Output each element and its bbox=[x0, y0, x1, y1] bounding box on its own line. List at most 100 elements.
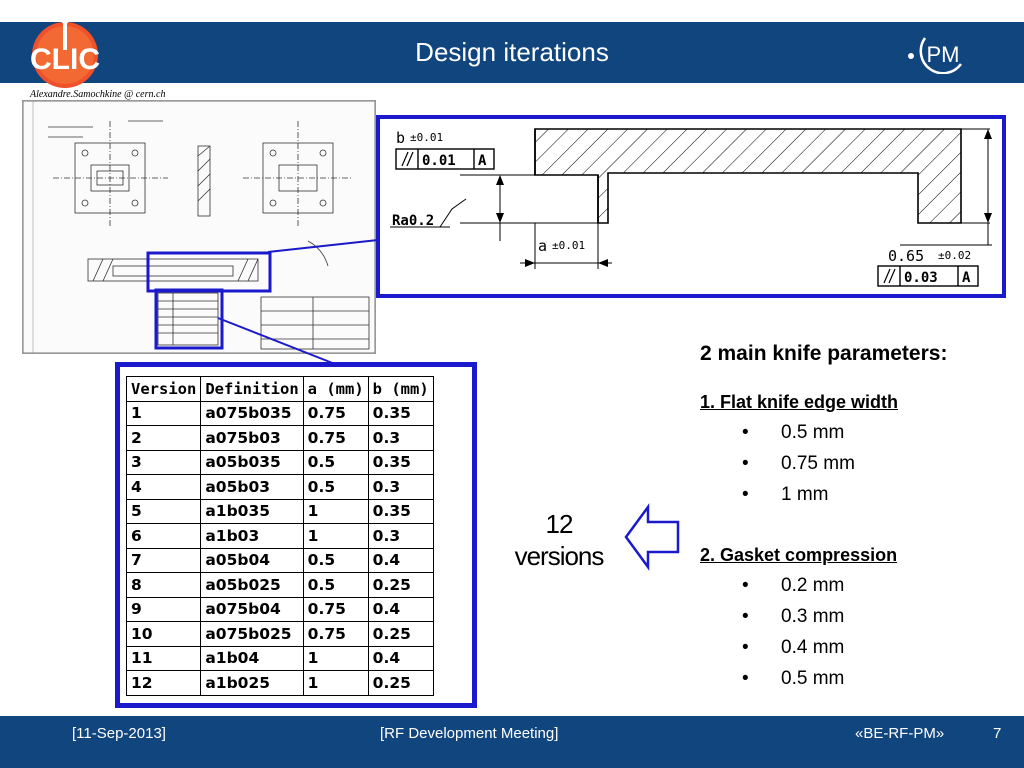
bullet: • bbox=[742, 484, 749, 505]
table-cell: a075b03 bbox=[200, 425, 304, 451]
pm-logo-text: PM bbox=[927, 42, 960, 67]
tolerance-detail-box: b ±0.01 0.01 A Ra0.2 a ±0.01 0.65 ±0.02 … bbox=[376, 115, 1006, 298]
table-cell: a075b025 bbox=[200, 621, 304, 647]
column-header: Version bbox=[125, 376, 202, 402]
table-cell: a05b04 bbox=[200, 547, 304, 573]
b-dimension-label: b bbox=[396, 129, 405, 147]
table-cell: 1 bbox=[302, 670, 369, 696]
list-item-text: 1 mm bbox=[781, 484, 829, 505]
list-item-text: 0.2 mm bbox=[781, 575, 845, 596]
knife-parameters: 2 main knife parameters: 1. Flat knife e… bbox=[700, 340, 1010, 689]
a-dimension-label: a bbox=[538, 237, 547, 255]
bullet: • bbox=[742, 668, 749, 689]
table-cell: a05b025 bbox=[200, 572, 304, 598]
b-tolerance: ±0.01 bbox=[410, 131, 443, 144]
table-cell: 1 bbox=[125, 400, 202, 426]
slide-title: Design iterations bbox=[415, 37, 609, 67]
table-cell: a1b035 bbox=[200, 498, 304, 524]
bullet: • bbox=[742, 575, 749, 596]
table-cell: 0.75 bbox=[302, 425, 369, 451]
table-cell: a05b035 bbox=[200, 449, 304, 475]
versions-count-label: 12 versions bbox=[500, 508, 618, 572]
thickness-value: 0.65 bbox=[888, 247, 924, 265]
clic-logo: CLIC bbox=[30, 18, 100, 88]
footer-meeting: [RF Development Meeting] bbox=[380, 725, 559, 742]
table-cell: 0.3 bbox=[367, 425, 434, 451]
a-tolerance: ±0.01 bbox=[552, 239, 585, 252]
table-cell: 6 bbox=[125, 523, 202, 549]
table-cell: 0.75 bbox=[302, 596, 369, 622]
table-cell: 1 bbox=[302, 523, 369, 549]
list-item-text: 0.5 mm bbox=[781, 422, 845, 443]
table-cell: 0.25 bbox=[367, 670, 434, 696]
table-cell: 8 bbox=[125, 572, 202, 598]
tolerance-detail-drawing: b ±0.01 0.01 A Ra0.2 a ±0.01 0.65 ±0.02 … bbox=[390, 128, 992, 287]
page-number: 7 bbox=[993, 725, 1002, 742]
table-cell: 0.75 bbox=[302, 621, 369, 647]
footer-group: «BE-RF-PM» bbox=[855, 725, 945, 742]
slide-footer: [11-Sep-2013] [RF Development Meeting] «… bbox=[0, 716, 1024, 768]
column-header: b (mm) bbox=[367, 376, 434, 402]
parallel-datum: A bbox=[478, 153, 487, 169]
pm-logo: PM bbox=[908, 37, 963, 74]
bullet: • bbox=[742, 422, 749, 443]
table-cell: a075b035 bbox=[200, 400, 304, 426]
table-cell: 3 bbox=[125, 449, 202, 475]
list-item-text: 0.75 mm bbox=[781, 453, 855, 474]
table-cell: 7 bbox=[125, 547, 202, 573]
table-cell: 1 bbox=[302, 498, 369, 524]
versions-count-word: versions bbox=[514, 541, 605, 571]
bullet: • bbox=[742, 637, 749, 658]
table-cell: 0.5 bbox=[302, 449, 369, 475]
table-cell: 0.4 bbox=[367, 645, 434, 671]
table-cell: 0.5 bbox=[302, 572, 369, 598]
section-gasket-compression: 2. Gasket compression bbox=[700, 545, 898, 565]
table-cell: 0.75 bbox=[302, 400, 369, 426]
table-cell: 0.35 bbox=[367, 400, 434, 426]
parallel-value: 0.01 bbox=[422, 153, 456, 169]
table-cell: a075b04 bbox=[200, 596, 304, 622]
table-cell: 2 bbox=[125, 425, 202, 451]
table-cell: 12 bbox=[125, 670, 202, 696]
table-header-row: Version Definition a (mm) b (mm) bbox=[125, 376, 434, 402]
table-cell: 1 bbox=[302, 645, 369, 671]
table-cell: 0.4 bbox=[367, 596, 434, 622]
table-cell: a1b04 bbox=[200, 645, 304, 671]
list-item-text: 0.5 mm bbox=[781, 668, 845, 689]
roughness-label: Ra0.2 bbox=[392, 213, 434, 229]
table-cell: 11 bbox=[125, 645, 202, 671]
table-cell: 0.35 bbox=[367, 449, 434, 475]
parameters-title: 2 main knife parameters: bbox=[700, 342, 948, 365]
table-cell: 4 bbox=[125, 474, 202, 500]
table-cell: 0.4 bbox=[367, 547, 434, 573]
table-cell: 0.3 bbox=[367, 523, 434, 549]
bullet: • bbox=[742, 453, 749, 474]
slide-header: Design iterations CLIC PM bbox=[0, 0, 1024, 88]
list-item-text: 0.4 mm bbox=[781, 637, 845, 658]
section-flat-knife-edge: 1. Flat knife edge width bbox=[700, 392, 899, 412]
table-cell: 9 bbox=[125, 596, 202, 622]
thickness-tolerance: ±0.02 bbox=[938, 249, 971, 262]
parallel2-datum: A bbox=[962, 270, 971, 286]
table-cell: 10 bbox=[125, 621, 202, 647]
left-arrow-icon bbox=[624, 503, 680, 571]
versions-count-number: 12 bbox=[545, 509, 574, 539]
parallel2-value: 0.03 bbox=[904, 270, 938, 286]
table-cell: 5 bbox=[125, 498, 202, 524]
bullet: • bbox=[742, 606, 749, 627]
technical-drawing bbox=[22, 100, 376, 354]
table-cell: 0.25 bbox=[367, 572, 434, 598]
table-cell: 0.5 bbox=[302, 547, 369, 573]
